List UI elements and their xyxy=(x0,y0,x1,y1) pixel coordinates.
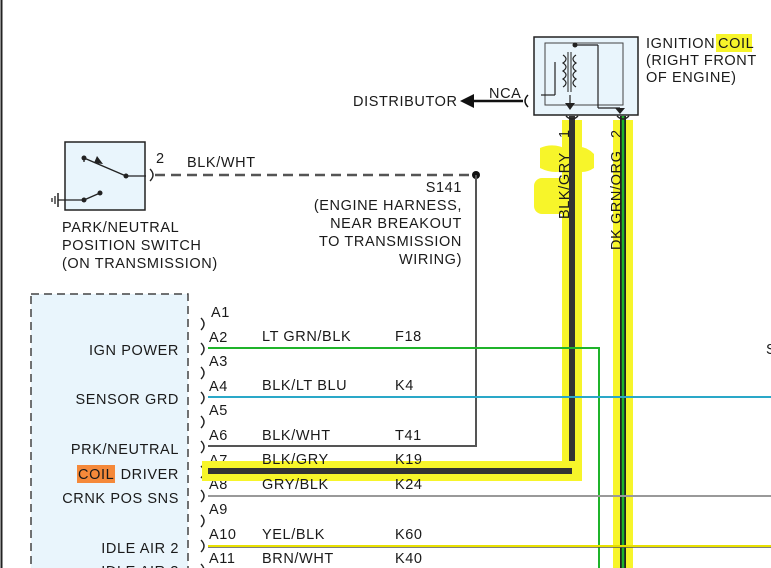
wire-label-a8: GRY/BLK xyxy=(262,477,329,493)
pcm-pin-a9: A9 xyxy=(209,502,228,518)
nca-connector-icon xyxy=(524,94,529,108)
pcm-pin-a3: A3 xyxy=(209,354,228,370)
wire-label-a7: BLK/GRY xyxy=(262,452,329,468)
pn-switch-wire: BLK/WHT xyxy=(187,155,256,171)
coil-pin2-connector xyxy=(616,115,630,120)
pcm-pin-a1: A1 xyxy=(211,305,230,321)
distributor-connector: NCA xyxy=(489,86,521,102)
pcm-pin-a11: A11 xyxy=(209,551,236,567)
pn-switch-line1: PARK/NEUTRAL xyxy=(62,220,179,236)
circuit-label-a4: K4 xyxy=(395,378,414,394)
wire-label-dk-grn-org: DK GRN/ORG xyxy=(609,151,625,250)
pcm-func-sensor-grd: SENSOR GRD xyxy=(76,392,180,408)
pcm-pin-a10: A10 xyxy=(209,527,237,543)
ignition-coil-inner xyxy=(544,42,624,106)
pcm-func-crnk-pos-sns: CRNK POS SNS xyxy=(62,491,179,507)
pcm-pin-connectors xyxy=(200,317,205,568)
pn-switch-line3: (ON TRANSMISSION) xyxy=(62,256,218,272)
splice-line4: WIRING) xyxy=(399,252,462,268)
coil-location-line2: OF ENGINE) xyxy=(646,70,737,86)
wire-label-a11: BRN/WHT xyxy=(262,551,334,567)
circuit-label-a2: F18 xyxy=(395,329,422,345)
circuit-label-a6: T41 xyxy=(395,428,422,444)
splice-id: S141 xyxy=(426,180,462,196)
pn-switch-connector xyxy=(149,168,154,182)
pcm-pin-a6: A6 xyxy=(209,428,228,444)
pn-switch-line2: POSITION SWITCH xyxy=(62,238,202,254)
coil-pin2-number: 2 xyxy=(609,129,625,138)
pcm-func-idle-air-2: IDLE AIR 2 xyxy=(101,541,179,557)
coil-location-line1: (RIGHT FRONT xyxy=(646,53,757,69)
wire-lt-grn-blk xyxy=(208,347,600,568)
pcm-pin-a5: A5 xyxy=(209,403,228,419)
wire-label-a6: BLK/WHT xyxy=(262,428,331,444)
circuit-label-a7: K19 xyxy=(395,452,423,468)
pcm-func-prk-neutral: PRK/NEUTRAL xyxy=(71,442,179,458)
pcm-func-coil-highlight: COIL xyxy=(78,467,114,483)
pcm-func-coil-driver: DRIVER xyxy=(121,467,179,483)
circuit-label-a8: K24 xyxy=(395,477,423,493)
coil-pin1-number: 1 xyxy=(557,129,573,138)
park-neutral-switch xyxy=(51,141,146,211)
wire-label-blk-gry: BLK/GRY xyxy=(557,152,573,219)
wire-label-a10: YEL/BLK xyxy=(262,527,325,543)
coil-title-highlight: COIL xyxy=(718,36,754,52)
pn-switch-pin: 2 xyxy=(156,151,165,167)
pcm-pin-a4: A4 xyxy=(209,379,228,395)
splice-line2: NEAR BREAKOUT xyxy=(330,216,462,232)
ignition-coil-box xyxy=(533,36,639,116)
coil-title-prefix: IGNITION xyxy=(646,36,715,52)
ignition-coil xyxy=(533,36,639,116)
distributor-arrow xyxy=(460,94,474,108)
pcm-pin-a2: A2 xyxy=(209,330,228,346)
coil-arrow xyxy=(565,103,575,110)
wire-label-a4: BLK/LT BLU xyxy=(262,378,347,394)
coil-secondary-winding xyxy=(572,54,578,88)
edge-fragment-label: S xyxy=(766,342,771,358)
coil-primary-winding xyxy=(561,54,567,88)
pcm-module-box xyxy=(30,293,189,568)
circuit-label-a11: K40 xyxy=(395,551,423,567)
pcm-func-idle-air-cut: IDLE AIR 3 xyxy=(101,564,179,568)
coil-pin1-connector xyxy=(565,115,579,120)
pcm-func-ign-power: IGN POWER xyxy=(89,343,179,359)
wire-label-a2: LT GRN/BLK xyxy=(262,329,351,345)
coil-title-highlight-mark xyxy=(716,34,752,52)
splice-line3: TO TRANSMISSION xyxy=(319,234,462,250)
circuit-label-a10: K60 xyxy=(395,527,423,543)
distributor-label: DISTRIBUTOR xyxy=(353,94,458,110)
splice-line1: (ENGINE HARNESS, xyxy=(314,198,462,214)
coil-driver-highlight-mark xyxy=(77,465,115,483)
